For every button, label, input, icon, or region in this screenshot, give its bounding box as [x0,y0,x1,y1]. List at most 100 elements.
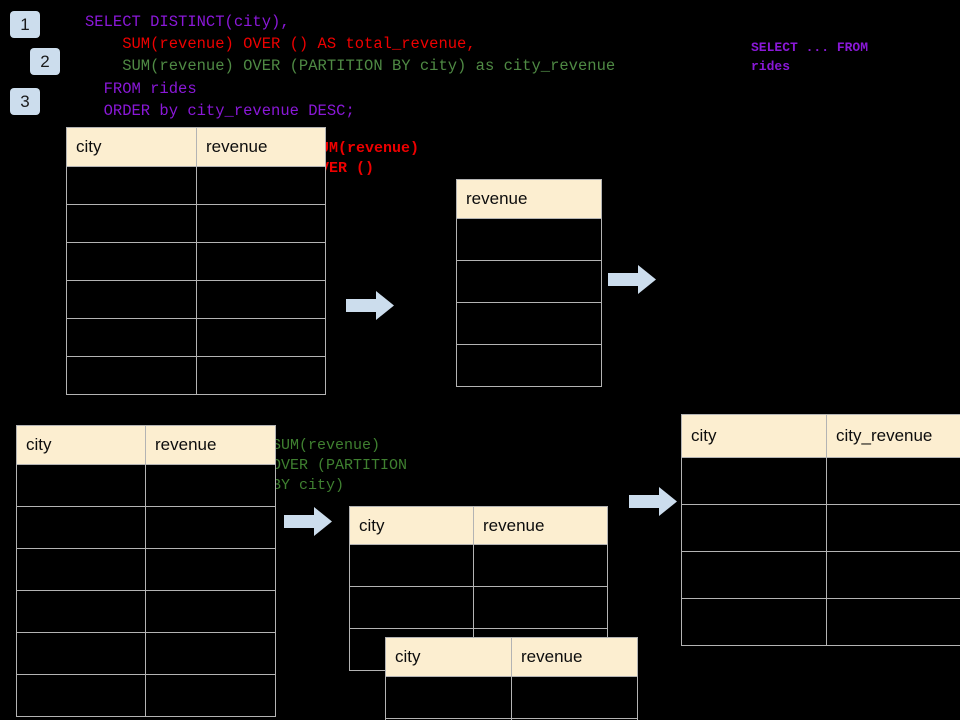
table-row [16,464,276,507]
table-cell [66,166,197,205]
table-cell [473,544,608,587]
table-cell [66,318,197,357]
table-cell [826,504,960,552]
table-cell [196,318,326,357]
table-cell [385,676,512,719]
column-header-revenue: revenue [511,637,638,677]
column-header-city_revenue: city_revenue [826,414,960,458]
annotation-sum-over-empty: SUM(revenue) OVER () [311,140,420,177]
table-cell [349,544,474,587]
table-cell [681,504,827,552]
table-cell [349,586,474,629]
table-cell [145,632,276,675]
table-row [66,204,326,243]
table-row [681,598,960,646]
table-row [16,590,276,633]
arrow-right-icon [608,265,656,294]
table-row [66,356,326,395]
sql-line-1: SELECT DISTINCT(city), [85,13,290,31]
table-row [681,551,960,599]
table-cell [16,548,146,591]
table-cell [511,718,638,720]
arrow-right-icon [284,507,332,536]
annotation-sum-over-partition: SUM(revenue) OVER (PARTITION BY city) [272,437,408,494]
table-row [456,218,602,261]
step-badge-1: 1 [10,11,40,38]
table-row [16,506,276,549]
table-cell [196,166,326,205]
table-cell [145,464,276,507]
table-cell [456,302,602,345]
table-cell [456,260,602,303]
column-header-city: city [349,506,474,545]
table-row [16,548,276,591]
table-cell [456,218,602,261]
table-cell [826,551,960,599]
table-cell [826,457,960,505]
sql-line-2: SUM(revenue) OVER () AS total_revenue, [85,35,476,53]
arrow-right-icon [346,291,394,320]
table-cell [681,551,827,599]
table-cell [66,204,197,243]
table-row [456,260,602,303]
column-header-city: city [385,637,512,677]
table-cell [16,464,146,507]
table-cell [196,356,326,395]
sql-line-5: ORDER by city_revenue DESC; [85,102,355,120]
table-cell [196,242,326,281]
table-cell [145,506,276,549]
table-cell [16,590,146,633]
table-row [456,344,602,387]
arrow-source-to-total [346,291,394,320]
arrow-source-to-partition [284,507,332,536]
table-cell [145,674,276,717]
arrow-total-to-result [608,265,656,294]
table-row [66,166,326,205]
table-row [349,544,608,587]
column-header-revenue: revenue [145,425,276,465]
table-row [66,318,326,357]
step-badge-3: 3 [10,88,40,115]
arrow-partition-to-result [629,487,677,516]
table-row [349,586,608,629]
column-header-revenue: revenue [473,506,608,545]
table-cell [681,457,827,505]
table-cell [16,506,146,549]
column-header-revenue: revenue [196,127,326,167]
table-cell [145,590,276,633]
table-total-revenue: revenue [456,179,602,387]
table-cell [196,204,326,243]
table-cell [66,242,197,281]
table-row [385,676,638,719]
table-row [16,674,276,717]
table-row [16,632,276,675]
table-row [66,242,326,281]
table-cell [145,548,276,591]
table-row [681,457,960,505]
table-cell [66,356,197,395]
column-header-revenue: revenue [456,179,602,219]
table-row [456,302,602,345]
table-header-row: revenue [456,179,602,219]
table-cell [196,280,326,319]
table-cell [456,344,602,387]
table-cell [16,674,146,717]
table-cell [511,676,638,719]
table-cell [826,598,960,646]
column-header-city: city [681,414,827,458]
table-row [66,280,326,319]
table-cell [681,598,827,646]
table-cell [473,586,608,629]
column-header-city: city [16,425,146,465]
table-cell [66,280,197,319]
